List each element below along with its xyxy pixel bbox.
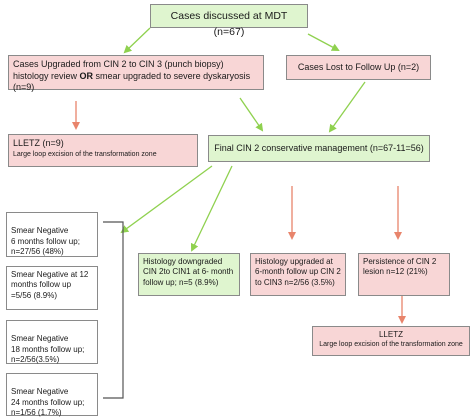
node-smear-12: Smear Negative at 12 months follow up =5… [6, 266, 98, 310]
arrow-upgraded-to-final [239, 97, 264, 132]
node-lost: Cases Lost to Follow Up (n=2) [286, 55, 431, 80]
arrow-final-to-downgraded [190, 165, 233, 252]
node-smear-6: Smear Negative 6 months follow up; n=27/… [6, 212, 98, 257]
arrow-mdt-to-lost [307, 33, 340, 51]
lletz-2-title: LLETZ [378, 330, 403, 339]
node-persistence: Persistence of CIN 2 lesion n=12 (21%) [358, 253, 450, 296]
node-lletz-2: LLETZ Large loop excision of the transfo… [312, 326, 470, 356]
node-downgraded: Histology downgraded CIN 2to CIN1 at 6- … [138, 253, 240, 296]
upgraded-text-or: OR [79, 70, 94, 81]
arrow-lost-to-final [328, 81, 366, 133]
upgraded-text-post: smear upgraded to severe dyskaryosis (n=… [13, 70, 251, 93]
lletz-1-title: LLETZ (n=9) [13, 138, 64, 148]
node-final: Final CIN 2 conservative management (n=6… [208, 135, 430, 162]
smear-bracket [103, 221, 124, 399]
node-mdt: Cases discussed at MDT (n=67) [150, 4, 308, 38]
node-upgraded: Cases Upgraded from CIN 2 to CIN 3 (punc… [8, 55, 264, 93]
node-upgraded-6m: Histology upgraded at 6-month follow up … [250, 253, 346, 296]
lletz-1-subtitle: Large loop excision of the transformatio… [13, 150, 157, 158]
node-lletz-1: LLETZ (n=9) Large loop excision of the t… [8, 134, 198, 167]
arrow-mdt-to-upgraded [123, 27, 151, 54]
node-smear-24: Smear Negative 24 months follow up; n=1/… [6, 373, 98, 417]
arrow-final-to-smear [120, 165, 213, 234]
node-smear-18: Smear Negative 18 months follow up; n=2/… [6, 320, 98, 364]
upgraded-text-pre: Cases Upgraded from CIN 2 to CIN 3 (punc… [13, 59, 224, 81]
lletz-2-subtitle: Large loop excision of the transformatio… [319, 341, 463, 349]
